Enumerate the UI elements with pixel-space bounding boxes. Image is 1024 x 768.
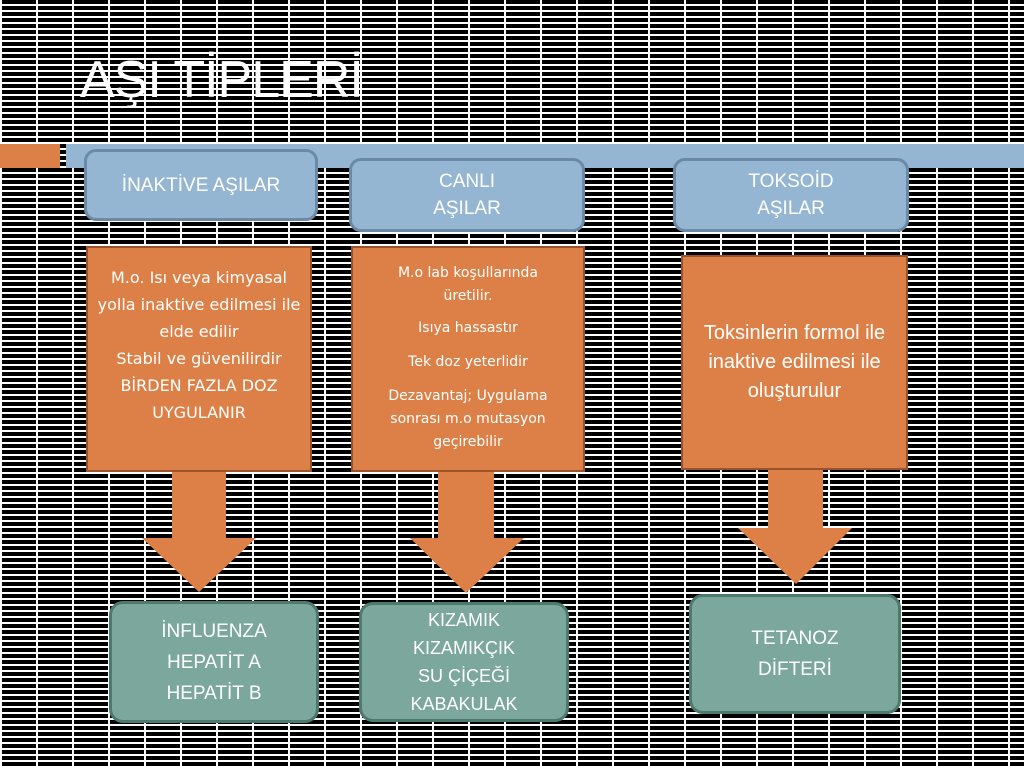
desc-inactive-vaccines: M.o. Isı veya kimyasal yolla inaktive ed…	[86, 246, 312, 472]
example-live-1: KIZAMIK	[427, 610, 500, 630]
header-live-line-2: AŞILAR	[433, 198, 501, 219]
desc-live-line-2: Isıya hassastır	[418, 320, 518, 336]
example-toxoid-2: DİFTERİ	[758, 659, 832, 680]
header-live-line-1: CANLI	[439, 171, 495, 192]
example-live-2: KIZAMIKÇIK	[412, 638, 515, 658]
examples-toxoid-vaccines: TETANOZ DİFTERİ	[689, 594, 901, 714]
examples-inactive-vaccines: İNFLUENZA HEPATİT A HEPATİT B	[109, 601, 319, 723]
example-toxoid-1: TETANOZ	[751, 628, 839, 649]
desc-toxoid-vaccines: Toksinlerin formol ile inaktive edilmesi…	[681, 255, 908, 470]
example-inactive-3: HEPATİT B	[166, 682, 262, 704]
desc-toxoid-line-1: Toksinlerin formol ile inaktive edilmesi…	[703, 322, 886, 402]
desc-inactive-line-2: Stabil ve güvenilirdir	[116, 349, 282, 368]
example-live-4: KABAKULAK	[410, 694, 518, 714]
header-inactive-line-1: İNAKTİVE AŞILAR	[121, 174, 281, 196]
header-toxoid-vaccines: TOKSOİD AŞILAR	[673, 158, 909, 232]
title-accent-block	[0, 144, 60, 168]
header-toxoid-line-1: TOKSOİD	[748, 171, 834, 192]
header-inactive-vaccines: İNAKTİVE AŞILAR	[84, 149, 318, 221]
examples-live-vaccines: KIZAMIK KIZAMIKÇIK SU ÇİÇEĞİ KABAKULAK	[359, 602, 569, 722]
desc-inactive-line-3: BİRDEN FAZLA DOZ UYGULANIR	[120, 376, 278, 422]
arrow-inactive	[142, 470, 256, 592]
header-toxoid-line-2: AŞILAR	[757, 198, 825, 219]
example-live-3: SU ÇİÇEĞİ	[417, 666, 510, 686]
desc-inactive-line-1: M.o. Isı veya kimyasal yolla inaktive ed…	[97, 268, 301, 341]
example-inactive-2: HEPATİT A	[167, 651, 261, 673]
desc-live-line-3: Tek doz yeterlidir	[408, 354, 528, 370]
arrow-live	[410, 470, 524, 593]
desc-live-vaccines: M.o lab koşullarında üretilir. Isıya has…	[351, 246, 585, 472]
slide-title: AŞI TİPLERİ	[80, 51, 364, 109]
example-inactive-1: İNFLUENZA	[161, 620, 267, 642]
arrow-toxoid	[738, 468, 852, 584]
header-live-vaccines: CANLI AŞILAR	[349, 158, 585, 232]
desc-live-line-4: Dezavantaj; Uygulama sonrası m.o mutasyo…	[388, 388, 548, 450]
desc-live-line-1: M.o lab koşullarında üretilir.	[397, 265, 539, 304]
